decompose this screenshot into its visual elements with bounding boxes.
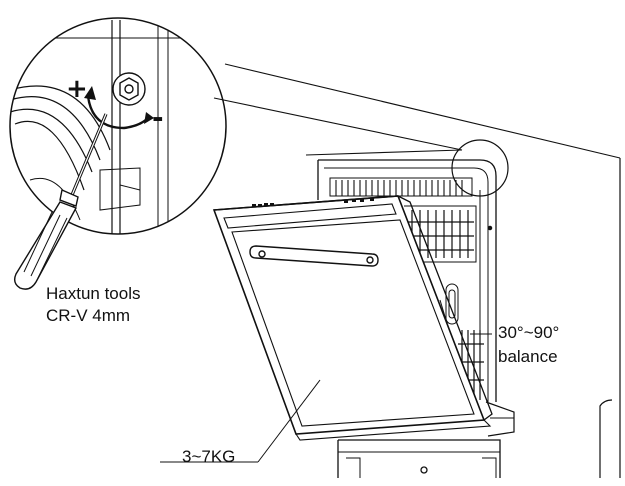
rotation-arrow-icon [84,86,154,130]
minus-sign: - [152,101,164,134]
magnifier-callout-lines [213,63,621,159]
tool-label-line2: CR-V 4mm [46,306,131,325]
angle-label-line1: 30°~90° [498,323,560,342]
screwdriver-icon [13,113,108,290]
plus-sign: + [66,74,88,104]
control-buttons [252,198,374,207]
weight-label: 3~7KG [182,447,236,466]
hinge-callout-circle [451,139,509,197]
tool-label-line1: Haxtun tools [46,284,141,303]
right-cabinet-edge [599,158,621,478]
dishwasher-door [212,195,493,441]
magnified-detail [9,17,227,290]
door-handle [249,245,379,267]
hex-bolt-icon [112,72,146,106]
magnifier-circle [9,17,227,235]
angle-label-line2: balance [498,347,558,366]
leader-lines [160,333,492,463]
